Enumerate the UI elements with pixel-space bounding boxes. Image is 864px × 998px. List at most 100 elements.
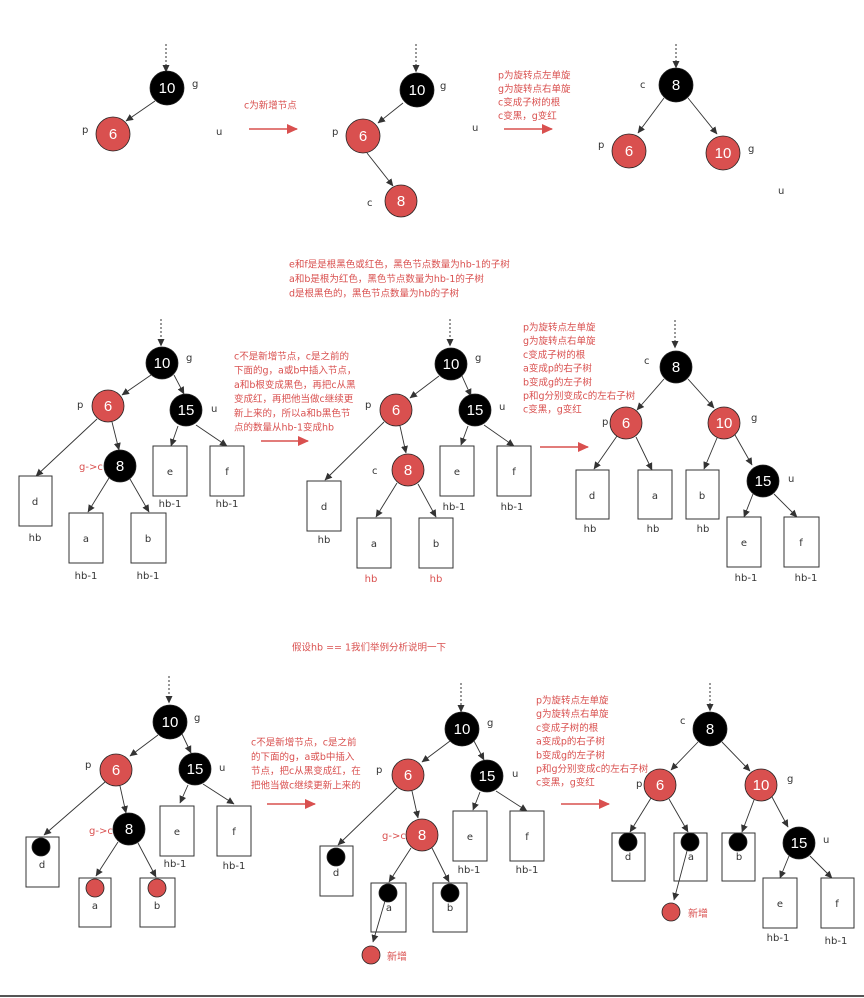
s2-t3-label-g: g xyxy=(751,413,757,424)
s3-t2-box-d-root xyxy=(326,847,346,867)
s2-t3-node-u xyxy=(746,464,780,498)
s3-t1-node-g-value: 10 xyxy=(162,714,179,731)
s1-t2-node-g xyxy=(399,72,435,108)
s2-arrow1-note-2: a和b根变成黑色，再把c从黑 xyxy=(234,379,356,391)
s2-t2-box-f-text: f xyxy=(512,467,516,478)
s2-t1-box-f-text: f xyxy=(225,467,229,478)
tree-edge xyxy=(687,97,718,135)
s3-arrow2-note-4: b变成g的左子树 xyxy=(536,749,606,761)
s2-t3-label-u: u xyxy=(788,474,794,485)
s2-t1-box-d-text: d xyxy=(32,497,38,508)
s2-arrow2-note-5: p和g分别变成c的左右子树 xyxy=(523,390,636,402)
s3-t3-box-b-text: b xyxy=(736,852,742,863)
s3-t1-node-u xyxy=(178,752,212,786)
s2-t1-node-g xyxy=(145,346,179,380)
s2-t1-box-e xyxy=(152,445,188,497)
s3-t2-new-node xyxy=(361,945,381,965)
tree-edge xyxy=(366,152,394,187)
s3-t2-node-u-value: 15 xyxy=(479,768,496,785)
s3-t3-label-c: c xyxy=(680,716,686,727)
s3-t3-node-u xyxy=(782,826,816,860)
s2-t2-box-d-height: hb xyxy=(318,535,331,546)
s2-t3-box-d-height: hb xyxy=(584,524,597,535)
s2-t1-box-d xyxy=(18,475,53,527)
s2-t3-box-a xyxy=(637,469,673,520)
s2-t1-node-g-value: 10 xyxy=(154,355,171,372)
s2-t2-box-b xyxy=(418,517,454,569)
s3-t1-box-e-height: hb-1 xyxy=(164,859,187,870)
s3-t3-node-g-value: 10 xyxy=(753,777,770,794)
s3-t3-box-e-text: e xyxy=(777,899,783,910)
s2-arrow2-note-4: b变成g的左子树 xyxy=(523,376,593,388)
tree-edge xyxy=(119,785,128,814)
s2-t2-label-p: p xyxy=(365,400,371,411)
s1-t2-node-p xyxy=(345,118,381,154)
s2-t1-node-u xyxy=(169,393,203,427)
s3-t1-label-c: g->c xyxy=(89,826,113,837)
s3-t3-box-f-text: f xyxy=(835,899,839,910)
tree-edge xyxy=(179,784,189,804)
s2-t1-box-d-height: hb xyxy=(29,533,42,544)
s3-t2-box-b-root xyxy=(440,883,460,903)
s2-t1-box-b xyxy=(130,512,167,564)
s2-t1-box-b-text: b xyxy=(145,534,151,545)
s3-arrow1-note-2: 节点，把c从黑变成红，在 xyxy=(251,765,361,777)
s3-t3-new-node xyxy=(661,902,681,922)
tree-edge xyxy=(672,850,688,901)
s3-arrow2-note-1: g为旋转点右单旋 xyxy=(536,708,609,720)
s1-arrow2-note-2: c变成子树的根 xyxy=(498,97,561,109)
s2-t3-box-b-text: b xyxy=(699,491,705,502)
tree-edge xyxy=(771,796,789,828)
s3-t1-box-d-text: d xyxy=(39,860,45,871)
tree-edge xyxy=(779,855,790,879)
s2-t2-node-c-value: 8 xyxy=(404,462,412,479)
s3-arrow2-note-5: p和g分别变成c的左右子树 xyxy=(536,763,649,775)
s3-t1-box-a-root xyxy=(85,878,105,898)
s2-t3-box-e xyxy=(726,516,762,568)
s3-t1-box-b-root xyxy=(147,878,167,898)
s2-t1-box-b-height: hb-1 xyxy=(137,571,160,582)
s3-t3-node-c xyxy=(692,711,728,747)
tree-edge xyxy=(417,483,437,518)
s1-arrow2-note-0: p为旋转点左单旋 xyxy=(498,70,571,82)
tree-edge xyxy=(129,478,150,513)
s3-t1-node-c xyxy=(112,812,146,846)
s2-t3-box-f xyxy=(783,516,820,568)
s2-t3-label-c: c xyxy=(644,356,650,367)
s2-t2-box-a xyxy=(356,517,392,569)
tree-edge xyxy=(809,855,833,879)
s2-t2-box-f xyxy=(496,445,532,497)
s1-t3-label-c: c xyxy=(640,80,646,91)
s3-t1-box-b-text: b xyxy=(154,901,160,912)
s3-t2-node-p-value: 6 xyxy=(404,767,412,784)
s3-t2-label-g: g xyxy=(487,718,493,729)
s2-t2-box-e-text: e xyxy=(454,467,460,478)
s2-t2-box-e xyxy=(439,445,475,497)
s2-t2-box-b-height: hb xyxy=(430,574,443,585)
s2-t1-node-p xyxy=(91,389,125,423)
s2-t3-box-f-height: hb-1 xyxy=(795,573,818,584)
s2-t1-box-e-text: e xyxy=(167,467,173,478)
s3-t1-box-a xyxy=(78,877,112,928)
s3-arrow2-note-0: p为旋转点左单旋 xyxy=(536,695,609,707)
s1-t3-label-u: u xyxy=(778,186,784,197)
s3-t3-node-u-value: 15 xyxy=(791,835,808,852)
tree-edge xyxy=(421,740,451,763)
s1-arrow2-note-3: c变黑，g变红 xyxy=(498,110,557,122)
s2-t3-node-p xyxy=(609,406,643,440)
s2-t2-label-c: c xyxy=(372,466,378,477)
s3-arrow2-note-6: c变黑，g变红 xyxy=(536,777,595,789)
tree-edge xyxy=(637,97,665,134)
s2-t1-label-p: p xyxy=(77,400,83,411)
s2-t3-box-b xyxy=(685,469,720,520)
s3-t3-node-g xyxy=(744,768,778,802)
s2-t2-box-a-text: a xyxy=(371,539,377,550)
s3-t1-box-a-text: a xyxy=(92,901,98,912)
s3-t3-new-label: 新增 xyxy=(688,907,708,920)
s1-t3-label-g: g xyxy=(748,144,754,155)
s2-arrow1-note-5: 点的数量从hb-1变成hb xyxy=(234,422,334,434)
s2-t1-label-u: u xyxy=(211,404,217,415)
tree-edge xyxy=(87,477,110,513)
tree-edge xyxy=(460,425,469,446)
s2-t1-box-e-height: hb-1 xyxy=(159,499,182,510)
